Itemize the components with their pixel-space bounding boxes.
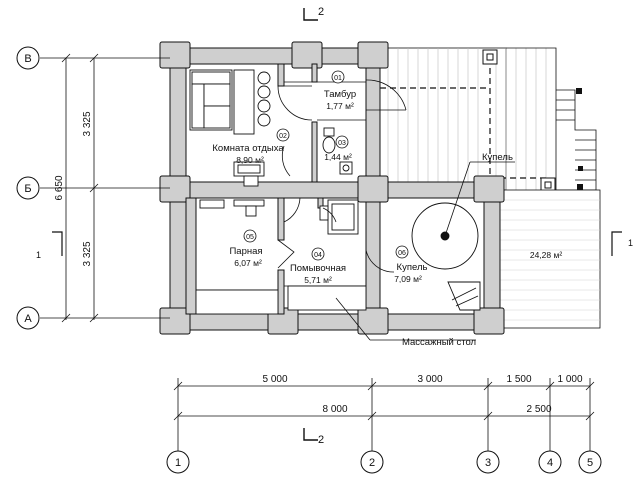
furniture (189, 69, 481, 315)
room-01: 01 Тамбур 1,77 м² (324, 70, 356, 111)
svg-text:02: 02 (279, 133, 287, 140)
room-04: 04 Помывочная 5,71 м² (290, 247, 346, 285)
section-mark-bottom (303, 428, 318, 441)
side-mark-left (52, 231, 63, 256)
section-mark-top-label: 2 (318, 6, 324, 18)
dim-vertical-total: 6 650 (54, 175, 65, 200)
section-mark-bottom-label: 2 (318, 434, 324, 446)
axis-row-a: А (16, 306, 40, 330)
vertical-dimension-lines (40, 53, 170, 323)
svg-text:Комната отдыха: Комната отдыха (212, 143, 284, 154)
svg-text:Массажный стол: Массажный стол (402, 337, 476, 348)
svg-text:24,28 м²: 24,28 м² (530, 250, 562, 260)
svg-text:Тамбур: Тамбур (324, 89, 356, 100)
dim-vertical-lower: 3 325 (82, 241, 93, 266)
svg-text:4: 4 (547, 457, 553, 469)
svg-text:1: 1 (175, 457, 181, 469)
svg-text:1,77 м²: 1,77 м² (326, 101, 354, 111)
axis-col-3: 3 (476, 450, 500, 474)
svg-text:7,09 м²: 7,09 м² (394, 274, 422, 284)
room-05: 05 Парная 6,07 м² (229, 229, 263, 268)
svg-text:06: 06 (398, 250, 406, 257)
callout-massage: Массажный стол (335, 297, 476, 348)
svg-text:3: 3 (485, 457, 491, 469)
svg-text:6,07 м²: 6,07 м² (234, 258, 262, 268)
room-06: 06 Купель 7,09 м² (394, 245, 428, 284)
section-mark-top (303, 8, 318, 21)
room-03: 03 1,44 м² (324, 135, 352, 162)
horizontal-dimension-lines (173, 378, 595, 452)
svg-text:А: А (24, 313, 32, 325)
doors (277, 79, 407, 273)
svg-text:5,71 м²: 5,71 м² (304, 275, 332, 285)
dim-1500: 1 500 (506, 374, 531, 385)
dim-8000: 8 000 (322, 404, 347, 415)
dim-1000: 1 000 (557, 374, 582, 385)
svg-text:04: 04 (314, 252, 322, 259)
side-mark-right-label: 1 (628, 238, 633, 248)
svg-text:Купель: Купель (397, 262, 428, 273)
svg-text:Купель: Купель (482, 152, 513, 163)
svg-text:Б: Б (24, 183, 31, 195)
svg-text:2: 2 (369, 457, 375, 469)
terrace (377, 47, 597, 193)
room-terrace: 24,28 м² (530, 250, 562, 260)
svg-text:1,44 м²: 1,44 м² (324, 152, 352, 162)
side-mark-left-label: 1 (36, 250, 41, 260)
svg-text:Парная: Парная (229, 246, 262, 257)
dim-5000: 5 000 (262, 374, 287, 385)
dim-vertical-upper: 3 325 (82, 111, 93, 136)
callout-kupel: Купель (444, 152, 515, 237)
axis-col-2: 2 (360, 450, 384, 474)
svg-text:В: В (24, 53, 31, 65)
svg-text:Помывочная: Помывочная (290, 263, 346, 274)
axis-row-v: В (16, 46, 40, 70)
svg-text:03: 03 (338, 140, 346, 147)
axis-col-4: 4 (538, 450, 562, 474)
stair (556, 89, 597, 191)
room-02: 02 Комната отдыха 8,90 м² (212, 128, 290, 165)
side-mark-right (611, 231, 622, 256)
svg-text:8,90 м²: 8,90 м² (236, 155, 264, 165)
axis-col-5: 5 (578, 450, 602, 474)
dim-2500: 2 500 (526, 404, 551, 415)
svg-text:01: 01 (334, 75, 342, 82)
axis-row-b: Б (16, 176, 40, 200)
deck-lower (499, 189, 601, 329)
svg-text:5: 5 (587, 457, 593, 469)
dim-3000: 3 000 (417, 374, 442, 385)
axis-col-1: 1 (166, 450, 190, 474)
svg-text:05: 05 (246, 234, 254, 241)
walls (159, 41, 505, 335)
